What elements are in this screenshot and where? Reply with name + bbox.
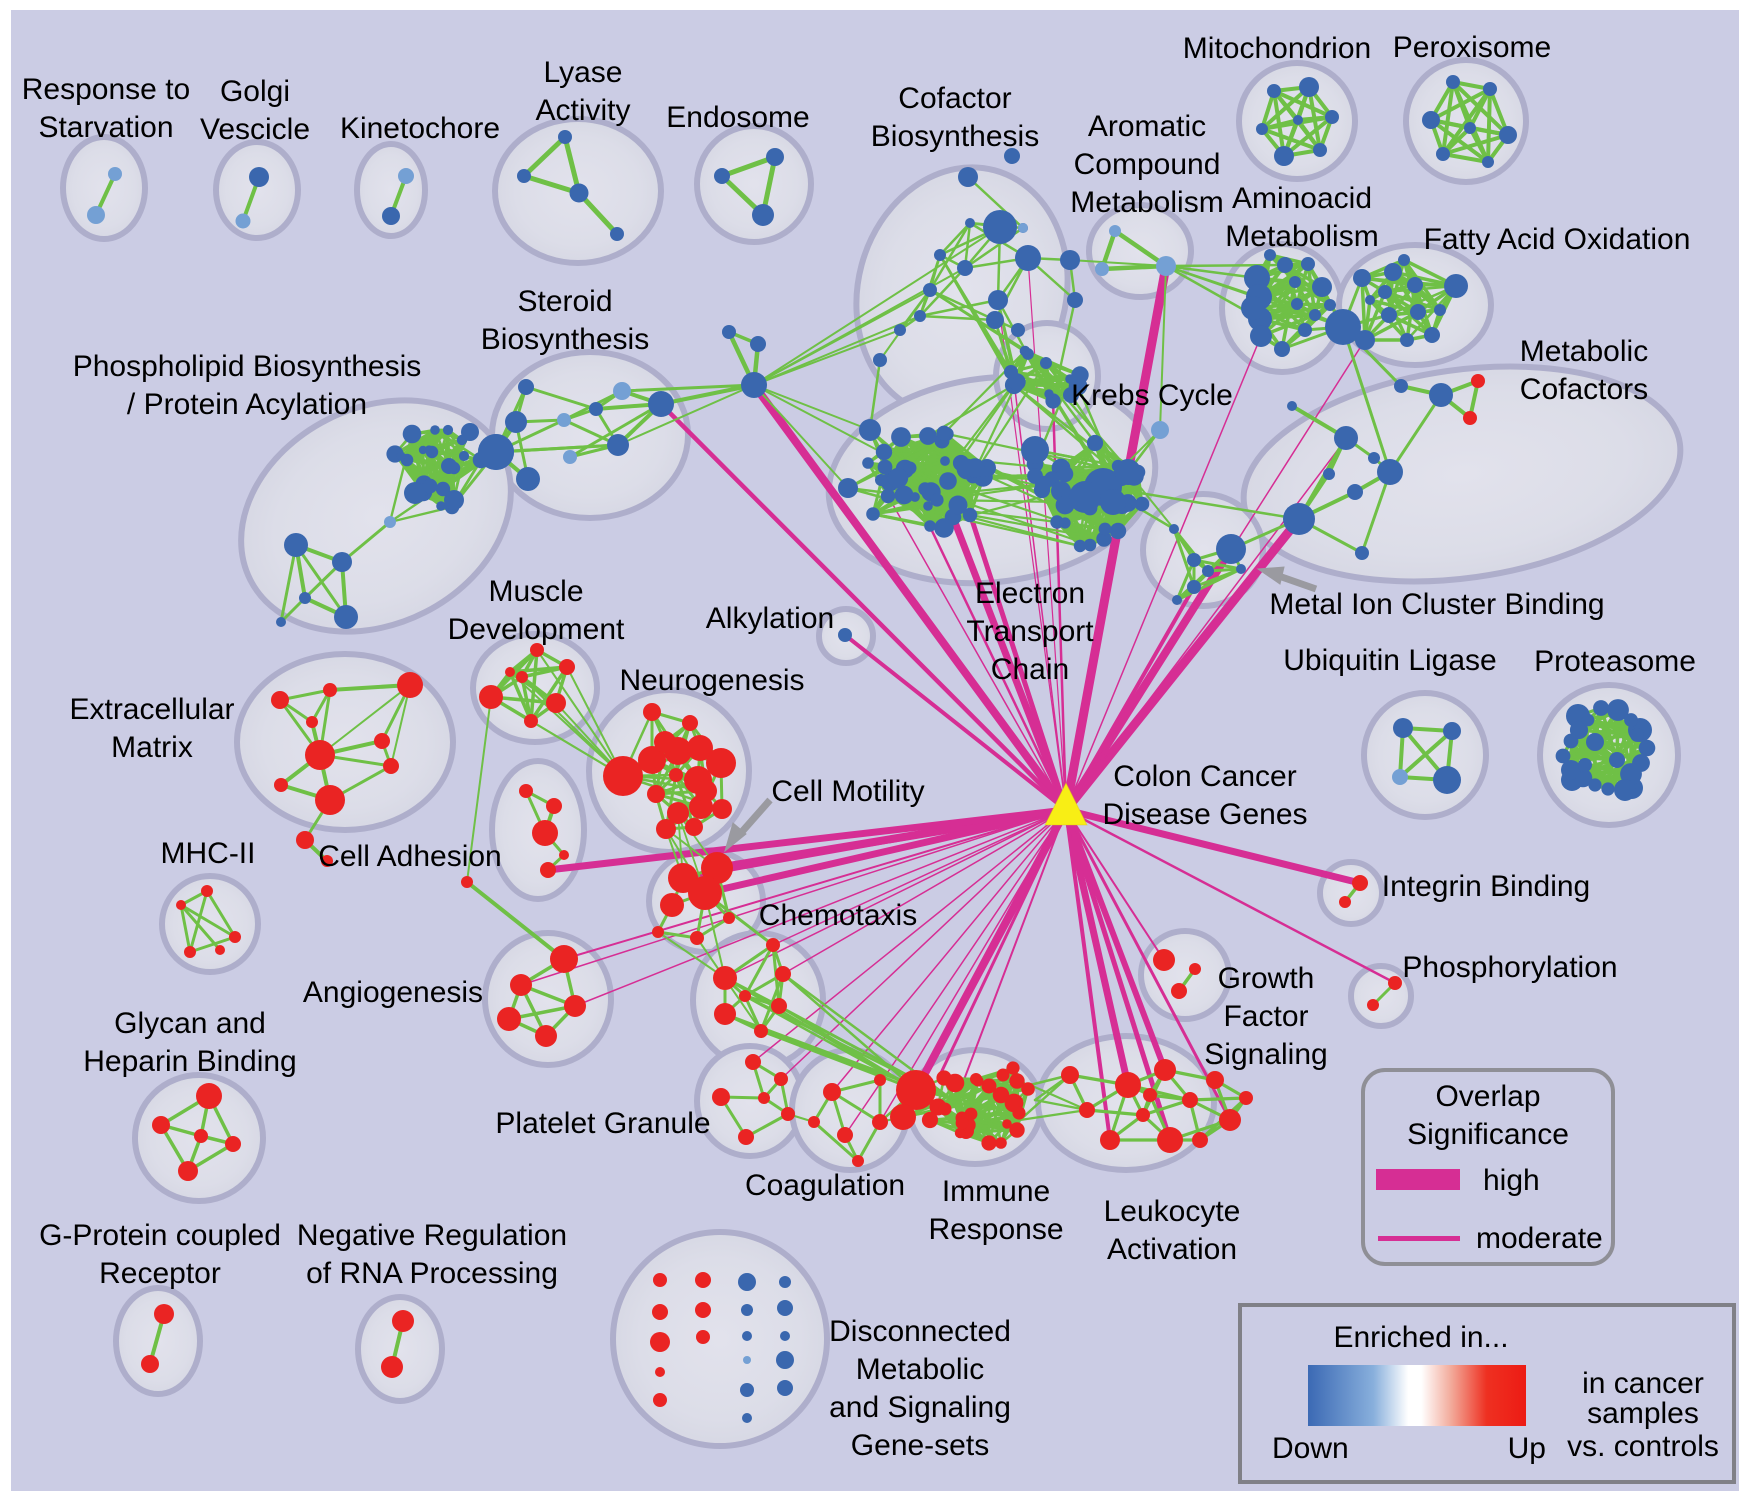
svg-text:Response to: Response to: [22, 73, 190, 106]
svg-text:Down: Down: [1272, 1432, 1349, 1465]
svg-text:Extracellular: Extracellular: [69, 693, 234, 726]
svg-text:Golgi: Golgi: [220, 75, 290, 108]
svg-text:Chemotaxis: Chemotaxis: [759, 899, 917, 932]
svg-text:Gene-sets: Gene-sets: [851, 1429, 989, 1462]
svg-text:Cofactor: Cofactor: [898, 82, 1011, 115]
svg-text:and Signaling: and Signaling: [829, 1391, 1011, 1424]
svg-text:Transport: Transport: [966, 615, 1094, 648]
svg-text:Muscle: Muscle: [488, 575, 583, 608]
svg-text:Significance: Significance: [1407, 1118, 1569, 1151]
svg-text:Colon Cancer: Colon Cancer: [1113, 760, 1296, 793]
svg-text:Compound: Compound: [1074, 148, 1221, 181]
svg-text:Heparin Binding: Heparin Binding: [83, 1045, 296, 1078]
svg-text:Cofactors: Cofactors: [1520, 373, 1648, 406]
svg-text:Krebs Cycle: Krebs Cycle: [1071, 379, 1233, 412]
svg-text:Disease Genes: Disease Genes: [1102, 798, 1307, 831]
svg-text:Ubiquitin Ligase: Ubiquitin Ligase: [1283, 644, 1496, 677]
svg-text:Cell Motility: Cell Motility: [771, 775, 924, 808]
svg-text:Matrix: Matrix: [111, 731, 193, 764]
svg-text:Neurogenesis: Neurogenesis: [619, 664, 804, 697]
svg-text:Alkylation: Alkylation: [706, 602, 834, 635]
svg-text:Mitochondrion: Mitochondrion: [1183, 32, 1371, 65]
svg-text:in cancer: in cancer: [1582, 1367, 1704, 1400]
svg-text:Phospholipid Biosynthesis: Phospholipid Biosynthesis: [73, 350, 422, 383]
svg-text:Electron: Electron: [975, 577, 1085, 610]
svg-text:/ Protein Acylation: / Protein Acylation: [127, 388, 367, 421]
svg-text:Metabolic: Metabolic: [1520, 335, 1648, 368]
svg-text:Activity: Activity: [535, 94, 630, 127]
svg-text:Receptor: Receptor: [99, 1257, 221, 1290]
svg-text:Kinetochore: Kinetochore: [340, 112, 500, 145]
svg-text:Negative Regulation: Negative Regulation: [297, 1219, 567, 1252]
svg-text:Platelet Granule: Platelet Granule: [495, 1107, 710, 1140]
svg-text:Chain: Chain: [991, 653, 1069, 686]
svg-text:Phosphorylation: Phosphorylation: [1402, 951, 1617, 984]
svg-text:Vescicle: Vescicle: [200, 113, 310, 146]
svg-text:Development: Development: [448, 613, 625, 646]
svg-text:Biosynthesis: Biosynthesis: [871, 120, 1039, 153]
svg-text:Immune: Immune: [942, 1175, 1050, 1208]
svg-text:Coagulation: Coagulation: [745, 1169, 905, 1202]
svg-text:Disconnected: Disconnected: [829, 1315, 1011, 1348]
svg-text:Steroid: Steroid: [517, 285, 612, 318]
svg-text:Activation: Activation: [1107, 1233, 1237, 1266]
svg-text:Overlap: Overlap: [1435, 1080, 1540, 1113]
svg-text:Endosome: Endosome: [666, 101, 809, 134]
svg-text:samples: samples: [1587, 1397, 1699, 1430]
svg-text:high: high: [1483, 1164, 1540, 1197]
svg-text:Metabolism: Metabolism: [1225, 220, 1378, 253]
svg-text:Metabolic: Metabolic: [856, 1353, 984, 1386]
svg-text:Glycan and: Glycan and: [114, 1007, 266, 1040]
svg-text:G-Protein coupled: G-Protein coupled: [39, 1219, 281, 1252]
svg-text:MHC-II: MHC-II: [161, 837, 256, 870]
svg-text:Signaling: Signaling: [1204, 1038, 1327, 1071]
svg-text:Fatty Acid Oxidation: Fatty Acid Oxidation: [1424, 223, 1691, 256]
svg-text:Metal Ion Cluster Binding: Metal Ion Cluster Binding: [1269, 588, 1604, 621]
svg-text:Peroxisome: Peroxisome: [1393, 31, 1551, 64]
svg-text:Aminoacid: Aminoacid: [1232, 182, 1372, 215]
svg-text:Factor: Factor: [1223, 1000, 1308, 1033]
svg-text:Biosynthesis: Biosynthesis: [481, 323, 649, 356]
svg-text:Up: Up: [1508, 1432, 1546, 1465]
svg-text:Starvation: Starvation: [38, 111, 173, 144]
svg-text:moderate: moderate: [1476, 1222, 1603, 1255]
svg-text:Proteasome: Proteasome: [1534, 645, 1696, 678]
svg-text:Aromatic: Aromatic: [1088, 110, 1206, 143]
svg-text:Growth: Growth: [1218, 962, 1315, 995]
svg-text:Leukocyte: Leukocyte: [1104, 1195, 1241, 1228]
svg-text:vs. controls: vs. controls: [1567, 1430, 1719, 1463]
svg-text:Enriched in...: Enriched in...: [1333, 1321, 1508, 1354]
svg-text:Integrin Binding: Integrin Binding: [1382, 870, 1590, 903]
svg-text:of RNA Processing: of RNA Processing: [306, 1257, 558, 1290]
svg-text:Cell Adhesion: Cell Adhesion: [318, 840, 501, 873]
svg-text:Lyase: Lyase: [544, 56, 623, 89]
svg-text:Angiogenesis: Angiogenesis: [303, 976, 483, 1009]
svg-text:Metabolism: Metabolism: [1070, 186, 1223, 219]
svg-text:Response: Response: [928, 1213, 1063, 1246]
